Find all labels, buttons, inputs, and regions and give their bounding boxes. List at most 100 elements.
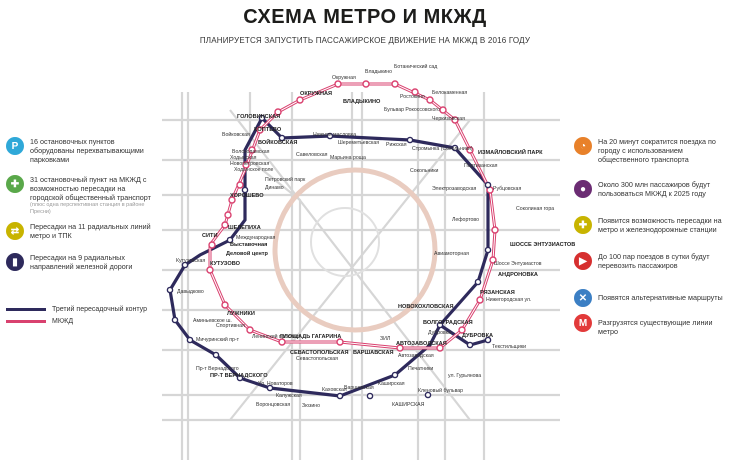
routes-icon: ✕ [574, 289, 592, 307]
metro-unload-icon: M [574, 314, 592, 332]
station-label: ЛУЖНИКИ [227, 311, 255, 317]
station-label: ул. Гурьянова [448, 373, 481, 379]
route-legend-label: МКЖД [52, 318, 74, 325]
station-label: Владыкино [365, 69, 392, 75]
station-label: Мичуринский пр-т [196, 336, 240, 343]
route-legend-contour: Третий пересадочный контур [6, 306, 147, 313]
station-label: Калужская [276, 393, 302, 399]
station-label: ДУБРОВКА [462, 333, 493, 339]
route-legend-label: Третий пересадочный контур [52, 306, 147, 313]
station-label: Каширская [378, 381, 405, 387]
legend-item-routes: ✕ Появятся альтернативные маршруты [574, 289, 726, 307]
station-label: КОПТЕВО [254, 127, 282, 133]
station-label: Шереметьевская [338, 140, 379, 146]
station-label: Текстильщики [492, 344, 526, 350]
station-label: НОВОХОХЛОВСКАЯ [398, 304, 454, 310]
legend-text: Пересадки на 9 радиальных направлений же… [30, 253, 133, 271]
station-label: Дубровка [428, 330, 451, 336]
station-label: Сокольники [410, 168, 438, 174]
legend-item-interchange: ✚ Появится возможность пересадки на метр… [574, 216, 726, 234]
legend-item-metro-transfer: ⇄ Пересадки на 11 радиальных линий метро… [6, 222, 156, 240]
transfer-bus-icon: ✚ [6, 175, 24, 193]
station-label: ВАРШАВСКАЯ [353, 350, 394, 356]
station-labels: Окружная Владыкино Ботанический сад Рост… [176, 63, 575, 409]
station-label: Ходынская [230, 155, 257, 161]
legend-note: (плюс одна перспективная станция в район… [30, 202, 145, 215]
station-label: Нижегородская ул. [486, 297, 531, 303]
legend-text: Появятся альтернативные маршруты [598, 293, 723, 302]
station-label: Нижняя масловка [313, 132, 356, 138]
legend-item-metro-unload: M Разгрузятся существующие линии метро [574, 314, 726, 336]
station-label: ВЛАДЫКИНО [343, 99, 381, 105]
page-subtitle: ПЛАНИРУЕТСЯ ЗАПУСТИТЬ ПАССАЖИРСКОЕ ДВИЖЕ… [199, 36, 531, 45]
station-label: Каховская [322, 387, 347, 393]
station-label: Савеловская [296, 152, 328, 158]
station-label: Давыдково [177, 289, 204, 295]
station-label: РЯЗАНСКАЯ [480, 290, 515, 296]
station-label: ПР-Т ВЕРНАДСКОГО [210, 373, 268, 379]
parking-icon: P [6, 137, 24, 155]
station-label: Партизанская [464, 163, 498, 169]
station-label: Новопетровская [230, 161, 269, 167]
station-label: Зюзино [302, 403, 320, 409]
station-label: ВОЛГОГРАДСКАЯ [423, 320, 473, 326]
station-label: Спортивная [216, 323, 245, 329]
station-label: Аминьевское ш. [193, 318, 232, 324]
station-label: Кутузовская [176, 258, 205, 264]
mkzhd-stations [206, 80, 499, 352]
station-label: Ул. Новаторов [258, 381, 293, 387]
station-label: Петровский парк [265, 176, 306, 183]
station-label: Стромынка (Сокольники) [412, 146, 473, 152]
station-label: СЕВАСТОПОЛЬСКАЯ [290, 350, 349, 356]
legend-item-rail: ▮ Пересадки на 9 радиальных направлений … [6, 253, 156, 271]
station-label: Ростокино [400, 94, 425, 100]
page-title: СХЕМА МЕТРО И МКЖД [243, 6, 487, 28]
station-label: Белокаменная [432, 90, 467, 96]
station-label: ОКРУЖНАЯ [300, 91, 332, 97]
legend-item-parking: P 16 остановочных пунктов оборудованы пе… [6, 137, 156, 164]
station-label: АНДРОНОВКА [498, 272, 538, 278]
station-label: ВОЙКОВСКАЯ [258, 138, 297, 146]
station-label: ИЗМАЙЛОВСКИЙ ПАРК [478, 148, 543, 156]
route-legend-mkzhd: МКЖД [6, 318, 73, 325]
legend-item-passengers: ● Около 300 млн пассажиров будут пользов… [574, 180, 726, 198]
station-label: ШЕЛЕПИХА [228, 225, 261, 231]
station-label: Динамо [265, 185, 284, 191]
station-label: Марьина роща [330, 155, 366, 161]
legend-text: Появится возможность пересадки на метро … [598, 216, 722, 234]
station-label: Волоколамская [232, 149, 270, 155]
circle-line-ring [272, 167, 438, 333]
station-label: Печатники [408, 366, 433, 372]
interchange-icon: ✚ [574, 216, 592, 234]
station-label: Электрозаводская [432, 186, 477, 192]
station-label: Воронцовская [256, 402, 290, 408]
station-label: Рубцовская [493, 186, 521, 192]
legend-item-transfer: ✚ 31 остановочный пункт на МКЖД с возмож… [6, 175, 156, 216]
legend-item-time: ◔ На 20 минут сократится поездка по горо… [574, 137, 726, 164]
station-label: Выставочная [230, 242, 267, 248]
legend-text: 16 остановочных пунктов оборудованы пере… [30, 137, 144, 164]
legend-text: Пересадки на 11 радиальных линий метро и… [30, 222, 151, 240]
station-label: ПЛОЩАДЬ ГАГАРИНА [280, 334, 341, 340]
station-label: Севастопольская [296, 356, 338, 362]
train-icon: ▮ [6, 253, 24, 271]
station-label: Рижская [386, 142, 407, 148]
station-label: СИТИ [202, 233, 218, 239]
station-label: ШОССЕ ЭНТУЗИАСТОВ [510, 242, 575, 248]
clock-icon: ◔ [574, 137, 592, 155]
background-metro-lines [162, 92, 560, 460]
station-label: Ленинский проспект [252, 333, 301, 340]
legend-text: На 20 минут сократится поездка по городу… [598, 137, 716, 164]
station-label: Пр-т Вернадского [196, 366, 239, 372]
station-label: Деловой центр [226, 250, 269, 257]
legend-text: Около 300 млн пассажиров будут пользоват… [598, 180, 711, 198]
station-label: Кленовый бульвар [418, 387, 463, 394]
station-label: Шоссе Энтузиастов [494, 261, 542, 267]
station-label: Ботанический сад [394, 63, 437, 70]
metro-transfer-icon: ⇄ [6, 222, 24, 240]
station-label: Бульвар Рокоссовского [384, 107, 440, 113]
station-label: Войковская [222, 131, 250, 138]
station-label: ГОЛОВИНСКАЯ [237, 114, 280, 120]
station-label: КУТУЗОВО [210, 261, 241, 267]
station-label: АВТОЗАВОДСКАЯ [396, 341, 447, 347]
